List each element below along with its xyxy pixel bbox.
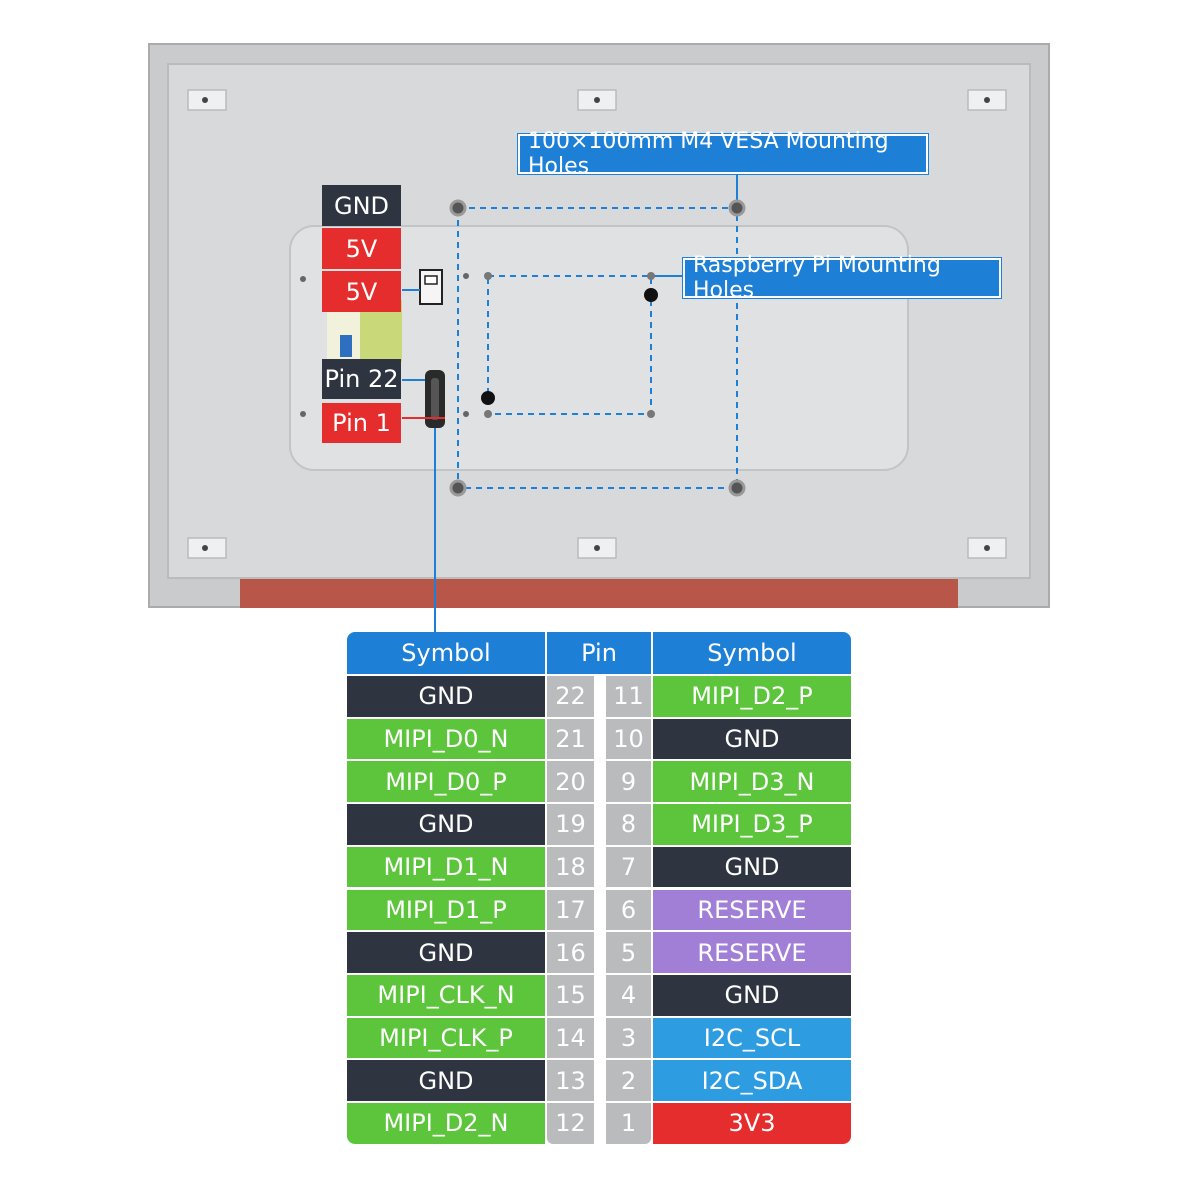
left-symbol-cell: GND: [347, 1060, 545, 1101]
left-pin-cell: 20: [547, 761, 594, 803]
pin22-label: Pin 22: [322, 359, 401, 399]
5v-label: 5V: [322, 271, 401, 312]
display-edge: [240, 578, 958, 608]
bracket-group: [187, 89, 1007, 559]
right-pin-cell: 7: [606, 846, 651, 888]
right-symbol-cell: GND: [653, 718, 851, 760]
left-symbol-cell: MIPI_D0_N: [347, 718, 545, 760]
left-pin-cell: 14: [547, 1017, 594, 1059]
header-right-symbol: Symbol: [653, 632, 851, 674]
right-pin-cell: 6: [606, 889, 651, 931]
right-symbol-cell: RESERVE: [653, 932, 851, 973]
left-pin-cell: 19: [547, 804, 594, 845]
right-pin-cell: 1: [606, 1103, 651, 1144]
left-pin-cell: 18: [547, 846, 594, 888]
black-dot: [644, 288, 658, 302]
left-symbol-cell: GND: [347, 932, 545, 973]
rpi-dashed-outline: [487, 275, 652, 415]
left-symbol-cell: MIPI_D1_N: [347, 846, 545, 888]
right-pin-cell: 3: [606, 1017, 651, 1059]
rpi-holes: [484, 272, 655, 418]
right-symbol-cell: I2C_SDA: [653, 1060, 851, 1101]
left-symbol-cell: GND: [347, 804, 545, 845]
right-pin-cell: 5: [606, 932, 651, 973]
left-pin-cell: 17: [547, 889, 594, 931]
right-symbol-cell: MIPI_D3_N: [653, 761, 851, 803]
5v-label: 5V: [322, 228, 401, 269]
left-symbol-cell: MIPI_CLK_P: [347, 1017, 545, 1059]
left-pin-cell: 21: [547, 718, 594, 760]
vesa-dashed-outline: [457, 207, 738, 489]
right-symbol-cell: RESERVE: [653, 889, 851, 931]
plate-screws: [300, 273, 469, 417]
right-pin-cell: 9: [606, 761, 651, 803]
pin1-label: Pin 1: [322, 403, 401, 443]
vesa-callout: 100×100mm M4 VESA Mounting Holes: [518, 129, 928, 179]
pcb-sticker-logo: [340, 335, 352, 357]
right-pin-cell: 4: [606, 974, 651, 1016]
right-pin-cell: 11: [606, 676, 651, 717]
left-pin-cell: 15: [547, 974, 594, 1016]
left-symbol-cell: GND: [347, 676, 545, 717]
right-pin-cell: 2: [606, 1060, 651, 1101]
left-symbol-cell: MIPI_D1_P: [347, 889, 545, 931]
vesa-holes: [449, 199, 746, 497]
left-symbol-cell: MIPI_CLK_N: [347, 974, 545, 1016]
rpi-callout: Raspberry Pi Mounting Holes: [683, 253, 1001, 303]
header-left-symbol: Symbol: [347, 632, 545, 674]
right-symbol-cell: MIPI_D2_P: [653, 676, 851, 717]
bracket-screws: [202, 97, 990, 551]
right-symbol-cell: 3V3: [653, 1103, 851, 1144]
left-pin-cell: 12: [547, 1103, 594, 1144]
right-pin-cell: 8: [606, 804, 651, 845]
right-symbol-cell: GND: [653, 974, 851, 1016]
left-pin-cell: 22: [547, 676, 594, 717]
left-symbol-cell: MIPI_D0_P: [347, 761, 545, 803]
right-pin-cell: 10: [606, 718, 651, 760]
right-symbol-cell: MIPI_D3_P: [653, 804, 851, 845]
left-symbol-cell: MIPI_D2_N: [347, 1103, 545, 1144]
right-symbol-cell: I2C_SCL: [653, 1017, 851, 1059]
left-pin-cell: 13: [547, 1060, 594, 1101]
gnd-label: GND: [322, 185, 401, 226]
right-symbol-cell: GND: [653, 846, 851, 888]
left-pin-cell: 16: [547, 932, 594, 973]
black-dot: [481, 391, 495, 405]
header-pin: Pin: [547, 632, 651, 674]
